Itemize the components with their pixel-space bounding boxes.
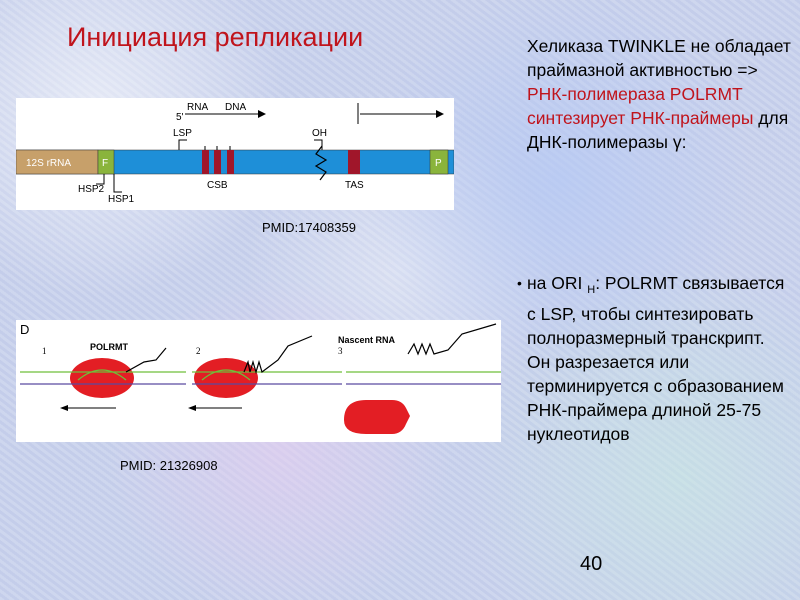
panel-label: D <box>20 322 29 337</box>
polrmt-diagram: D 1 POLRMT 2 3 Nascent RNA <box>16 320 501 442</box>
step-3-label: 3 <box>338 346 343 356</box>
paragraph-twinkle: Хеликаза TWINKLE не обладает праймазной … <box>527 34 792 154</box>
hsp2-label: HSP2 <box>78 184 105 195</box>
hsp1-promoter-arrow <box>113 174 122 193</box>
hsp1-label: HSP1 <box>108 194 135 205</box>
hsp2-promoter-arrow <box>96 174 105 185</box>
paragraph-2-part-2: : POLRMT связывается с LSP, чтобы синтез… <box>527 273 785 444</box>
lsp-label: LSP <box>173 128 192 139</box>
f-box <box>97 149 115 175</box>
citation-2: PMID: 21326908 <box>120 458 218 473</box>
dna-label: DNA <box>225 102 246 113</box>
page-title: Инициация репликации <box>67 22 364 52</box>
transcription-bubble-2 <box>201 369 251 381</box>
paragraph-1-part-3: для ДНК-полимеразы γ: <box>527 108 789 152</box>
csb-block-3 <box>227 150 234 174</box>
oh-label: OH <box>312 128 327 139</box>
direction-arrowhead-1 <box>60 405 68 411</box>
paragraph-1-highlight: РНК-полимераза POLRMT синтезирует РНК-пр… <box>527 84 754 128</box>
paragraph-2-part-1: на ORI <box>527 273 588 293</box>
p-box <box>429 149 449 175</box>
dna-continuation-arrowhead <box>436 110 444 118</box>
nascent-rna-label: Nascent RNA <box>338 335 396 345</box>
released-polrmt <box>344 400 410 434</box>
page-number: 40 <box>580 553 603 575</box>
lsp-promoter-arrow <box>178 139 187 150</box>
control-region-diagram: 5' RNA DNA LSP OH 12S rRNA F P CSB TAS <box>16 98 454 210</box>
step-2-label: 2 <box>196 346 201 356</box>
tas-block <box>348 150 360 174</box>
rna-label: RNA <box>187 102 208 113</box>
polrmt-svg: D 1 POLRMT 2 3 Nascent RNA <box>20 322 501 434</box>
rna-dna-arrowhead <box>258 110 266 118</box>
polrmt-enzyme-2 <box>194 358 258 398</box>
rrna-segment <box>16 149 99 175</box>
paragraph-ori: • на ORI H: POLRMT связывается с LSP, что… <box>517 271 792 446</box>
paragraph-1-part-1: Хеликаза TWINKLE не обладает праймазной … <box>527 36 791 80</box>
csb-label: CSB <box>207 180 228 191</box>
step-1-label: 1 <box>42 346 47 356</box>
rrna-label: 12S rRNA <box>26 158 71 169</box>
rna-transcript-2 <box>243 335 313 375</box>
csb-block-1 <box>202 150 209 174</box>
rna-transcript-1 <box>125 347 167 373</box>
polrmt-enzyme-1 <box>70 358 134 398</box>
tas-label: TAS <box>345 180 364 191</box>
control-region-svg: 5' RNA DNA LSP OH 12S rRNA F P CSB TAS <box>16 102 454 205</box>
polrmt-label: POLRMT <box>90 342 128 352</box>
csb-block-2 <box>214 150 221 174</box>
five-prime-label: 5' <box>176 112 184 123</box>
nascent-rna-strand <box>407 323 497 356</box>
direction-arrowhead-2 <box>188 405 196 411</box>
p-label: P <box>435 158 442 169</box>
citation-1: PMID:17408359 <box>262 220 356 235</box>
oh-zigzag <box>314 145 328 181</box>
ori-subscript: H <box>587 284 596 296</box>
transcription-bubble-1 <box>77 369 127 381</box>
f-label: F <box>102 158 108 169</box>
bullet-marker: • <box>517 275 522 291</box>
